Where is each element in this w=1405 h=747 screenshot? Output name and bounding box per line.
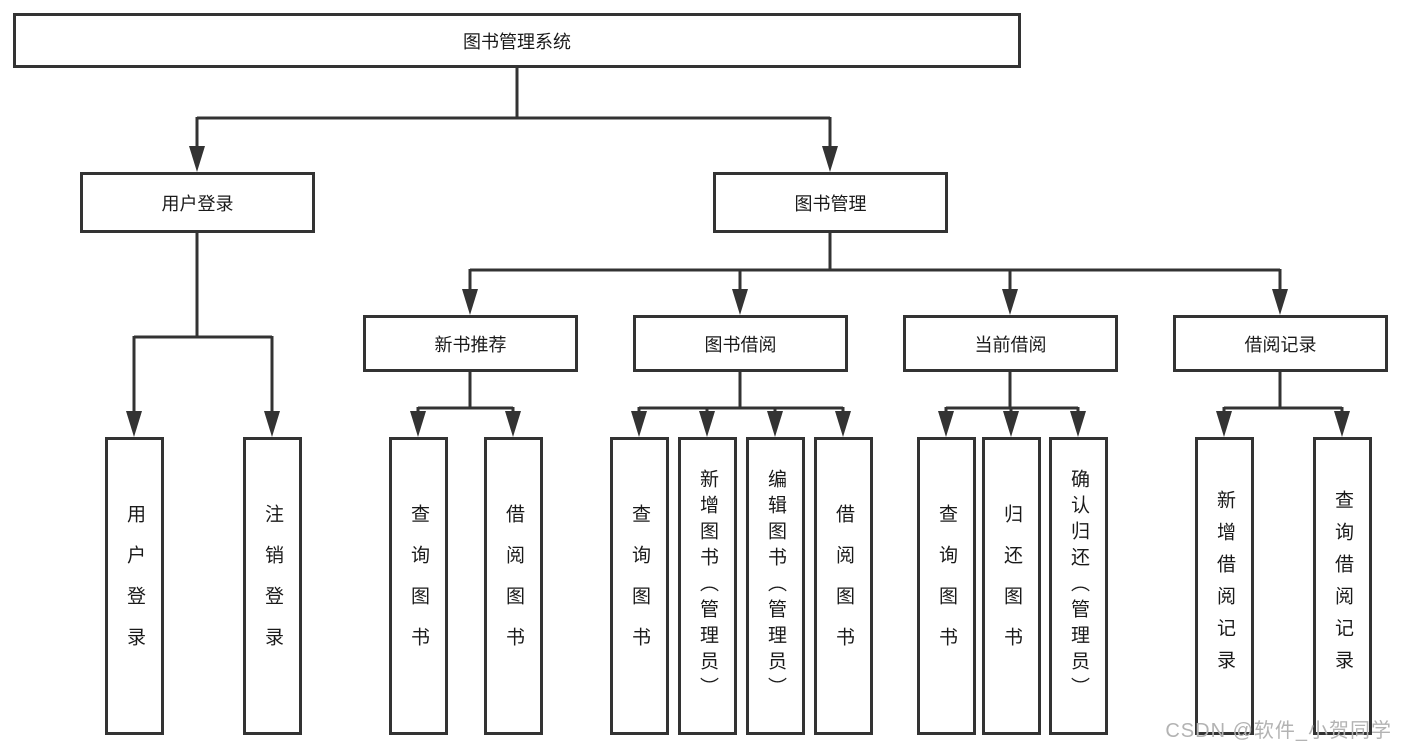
node-current-borrow: 当前借阅 <box>903 315 1118 372</box>
leaf-query-borrow-record: 查询借阅记录 <box>1313 437 1372 735</box>
leaf-query-books-current-label: 查询图书 <box>936 504 957 668</box>
node-book-management: 图书管理 <box>713 172 948 233</box>
node-book-borrow: 图书借阅 <box>633 315 848 372</box>
node-borrow-records: 借阅记录 <box>1173 315 1388 372</box>
node-new-book-recommend: 新书推荐 <box>363 315 578 372</box>
leaf-add-borrow-record: 新增借阅记录 <box>1195 437 1254 735</box>
leaf-add-book-admin-label: 新增图书（管理员） <box>697 469 718 703</box>
leaf-borrow-books-label: 借阅图书 <box>833 504 854 668</box>
leaf-query-books-borrow-label: 查询图书 <box>629 504 650 668</box>
leaf-borrow-books-recommend: 借阅图书 <box>484 437 543 735</box>
node-current-borrow-label: 当前借阅 <box>974 334 1047 355</box>
node-user-login-label: 用户登录 <box>161 193 234 214</box>
leaf-logout: 注销登录 <box>243 437 302 735</box>
root-node-label: 图书管理系统 <box>463 31 571 52</box>
leaf-query-books-borrow: 查询图书 <box>610 437 669 735</box>
node-book-management-label: 图书管理 <box>794 193 867 214</box>
root-node: 图书管理系统 <box>13 13 1021 68</box>
leaf-confirm-return-admin-label: 确认归还（管理员） <box>1068 469 1089 703</box>
watermark: CSDN @软件_小贺同学 <box>1165 720 1392 742</box>
node-new-book-recommend-label: 新书推荐 <box>434 334 507 355</box>
leaf-add-book-admin: 新增图书（管理员） <box>678 437 737 735</box>
leaf-add-borrow-record-label: 新增借阅记录 <box>1214 490 1235 682</box>
leaf-edit-book-admin: 编辑图书（管理员） <box>746 437 805 735</box>
leaf-query-borrow-record-label: 查询借阅记录 <box>1332 490 1353 682</box>
arrowheads <box>126 146 1350 437</box>
leaf-return-book-label: 归还图书 <box>1001 504 1022 668</box>
leaf-edit-book-admin-label: 编辑图书（管理员） <box>765 469 786 703</box>
leaf-query-books-recommend: 查询图书 <box>389 437 448 735</box>
leaf-logout-label: 注销登录 <box>262 504 283 668</box>
node-book-borrow-label: 图书借阅 <box>704 334 777 355</box>
leaf-query-books-recommend-label: 查询图书 <box>408 504 429 668</box>
leaf-user-login: 用户登录 <box>105 437 164 735</box>
leaf-borrow-books: 借阅图书 <box>814 437 873 735</box>
node-user-login: 用户登录 <box>80 172 315 233</box>
node-borrow-records-label: 借阅记录 <box>1244 334 1317 355</box>
leaf-borrow-books-recommend-label: 借阅图书 <box>503 504 524 668</box>
leaf-confirm-return-admin: 确认归还（管理员） <box>1049 437 1108 735</box>
leaf-query-books-current: 查询图书 <box>917 437 976 735</box>
leaf-return-book: 归还图书 <box>982 437 1041 735</box>
leaf-user-login-label: 用户登录 <box>124 504 145 668</box>
